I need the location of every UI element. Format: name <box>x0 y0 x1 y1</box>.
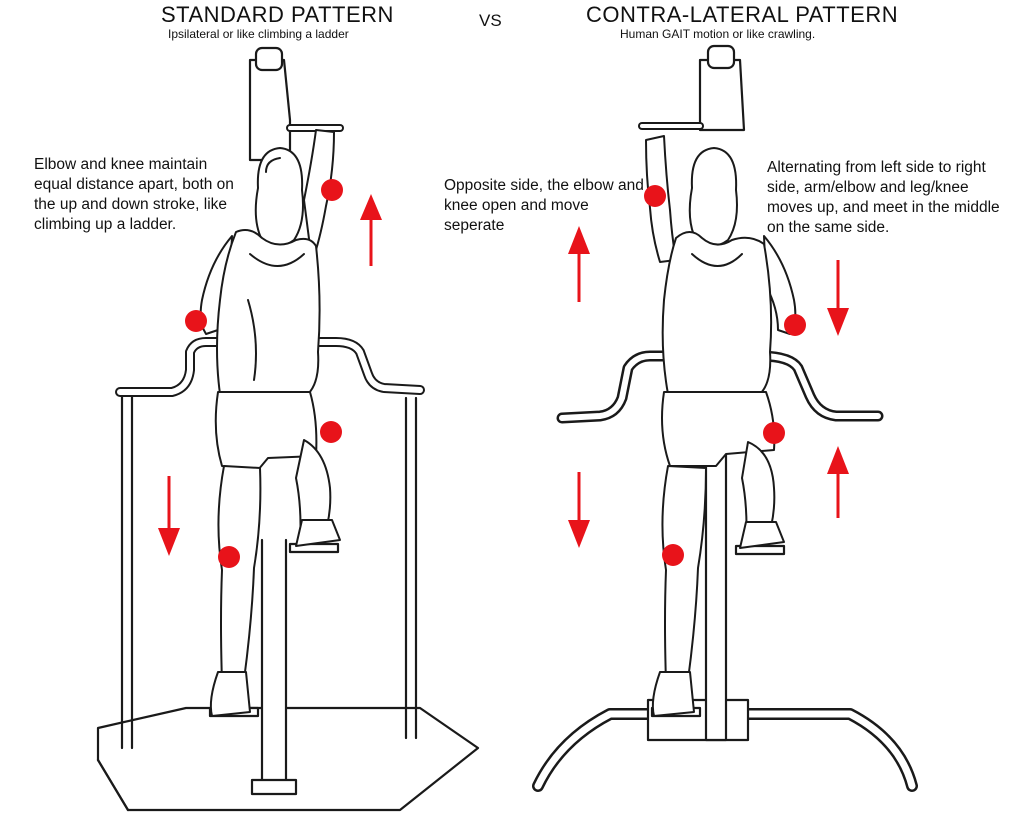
left-knee-marker-up <box>320 421 342 443</box>
left-woman-figure <box>199 129 341 717</box>
versus-label: VS <box>479 11 502 30</box>
right-up-arrow-upper <box>568 226 590 302</box>
left-up-arrow <box>360 194 382 266</box>
contra-lateral-pattern-title: CONTRA-LATERAL PATTERN <box>586 2 899 27</box>
left-annotation: Elbow and knee maintain equal distance a… <box>34 156 234 233</box>
right-up-arrow-lower <box>827 446 849 518</box>
left-knee-marker-down <box>218 546 240 568</box>
right-down-arrow-lower <box>568 472 590 548</box>
left-down-arrow <box>158 476 180 556</box>
left-elbow-marker-down <box>185 310 207 332</box>
middle-annotation: Opposite side, the elbow and knee open a… <box>444 177 644 234</box>
standard-pattern-subtitle: Ipsilateral or like climbing a ladder <box>168 27 349 41</box>
right-knee-marker-up <box>763 422 785 444</box>
right-knee-marker-down <box>662 544 684 566</box>
left-climbing-machine <box>96 46 480 812</box>
standard-pattern-title: STANDARD PATTERN <box>161 2 394 27</box>
right-down-arrow-upper <box>827 260 849 336</box>
left-elbow-marker-up <box>321 179 343 201</box>
right-elbow-marker-up <box>644 185 666 207</box>
right-elbow-marker-down <box>784 314 806 336</box>
right-annotation: Alternating from left side to right side… <box>767 159 1000 236</box>
contra-lateral-pattern-subtitle: Human GAIT motion or like crawling. <box>620 27 816 41</box>
right-woman-figure <box>645 135 797 717</box>
